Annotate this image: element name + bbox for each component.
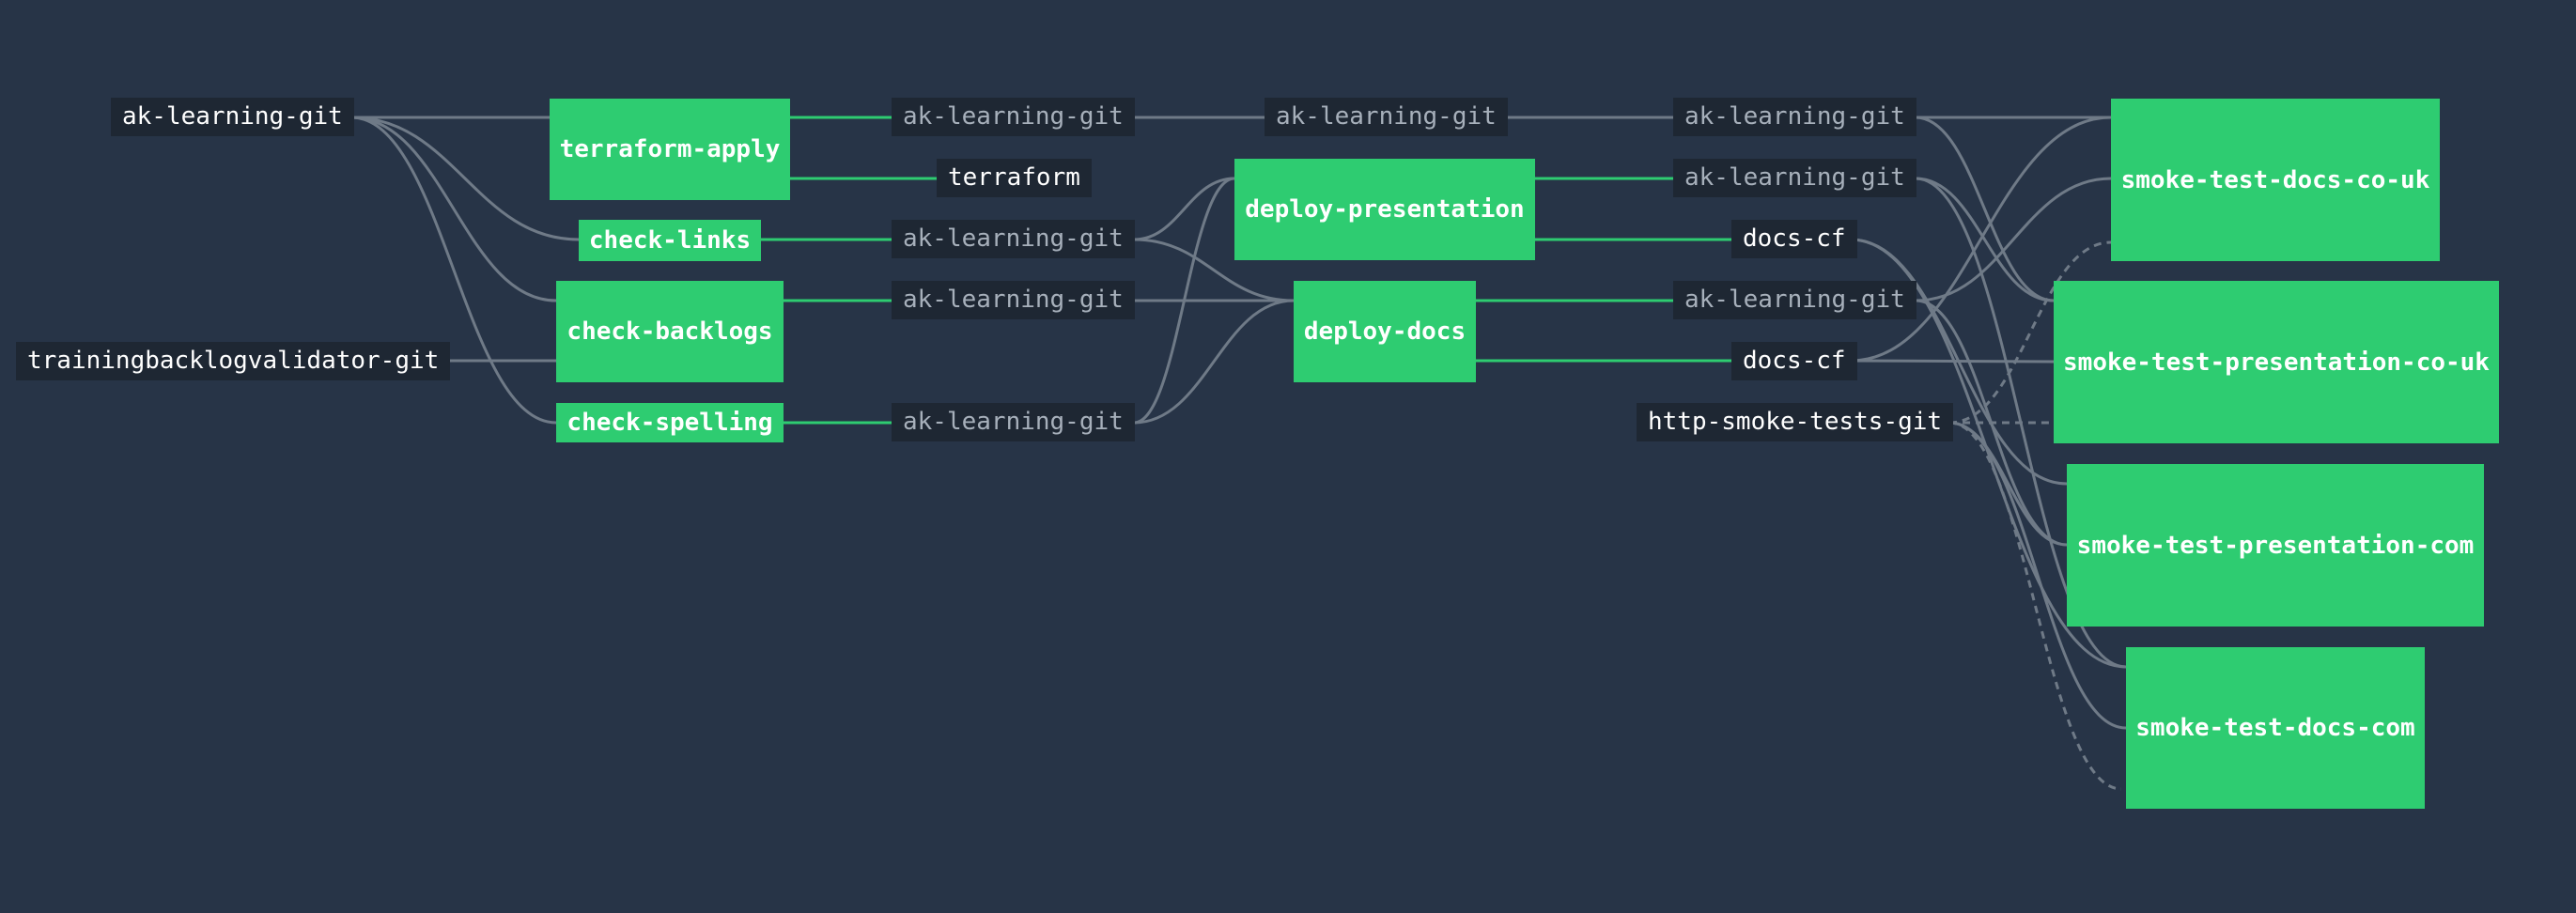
edge-http-smoke-presentation-com xyxy=(1948,421,2068,547)
resource-ak-learning-git-out-docs[interactable]: ak-learning-git xyxy=(1673,281,1916,319)
job-smoke-test-presentation-co-uk[interactable]: smoke-test-presentation-co-uk xyxy=(2054,281,2499,443)
input-ak-learning-git[interactable]: ak-learning-git xyxy=(111,98,354,136)
edge-http-smoke-docs-com xyxy=(1948,421,2127,730)
edge-spelling-deploy-docs xyxy=(1133,299,1295,425)
resource-terraform[interactable]: terraform xyxy=(937,159,1092,197)
job-deploy-presentation[interactable]: deploy-presentation xyxy=(1234,159,1535,260)
job-check-links[interactable]: check-links xyxy=(579,220,761,261)
job-smoke-test-docs-co-uk[interactable]: smoke-test-docs-co-uk xyxy=(2111,99,2440,261)
resource-ak-learning-git-out-terraform[interactable]: ak-learning-git xyxy=(892,98,1135,136)
resource-docs-cf-out-docs[interactable]: docs-cf xyxy=(1731,342,1857,380)
job-deploy-docs[interactable]: deploy-docs xyxy=(1294,281,1476,382)
resource-ak-learning-git-out-presentation[interactable]: ak-learning-git xyxy=(1673,159,1916,197)
edge-links-deploy-docs xyxy=(1133,238,1295,302)
job-smoke-test-presentation-com[interactable]: smoke-test-presentation-com xyxy=(2067,464,2484,627)
job-check-spelling[interactable]: check-spelling xyxy=(556,403,784,442)
edge-git-smoke-presentation-co-uk xyxy=(1915,116,2055,302)
edge-input-check-links xyxy=(350,116,580,241)
edge-http-dashed-docs-com xyxy=(1948,421,2122,791)
job-terraform-apply[interactable]: terraform-apply xyxy=(550,99,790,200)
resource-ak-learning-git-top[interactable]: ak-learning-git xyxy=(1673,98,1916,136)
edge-http-dashed-docs-co-uk xyxy=(1948,240,2112,425)
edge-docs-cf-smoke-docs-co-uk xyxy=(1850,116,2112,363)
resource-ak-learning-git-out-spelling[interactable]: ak-learning-git xyxy=(892,403,1135,441)
job-check-backlogs[interactable]: check-backlogs xyxy=(556,281,784,382)
edge-links-deploy-presentation xyxy=(1133,177,1235,241)
edge-docs-cf-smoke-presentation-co-uk xyxy=(1850,359,2055,364)
resource-ak-learning-git-out-links[interactable]: ak-learning-git xyxy=(892,220,1135,258)
edge-git-smoke-presentation-co-uk-2 xyxy=(1915,177,2055,302)
edge-input-check-backlogs xyxy=(350,116,557,302)
resource-ak-learning-git-out-backlogs[interactable]: ak-learning-git xyxy=(892,281,1135,319)
input-http-smoke-tests-git[interactable]: http-smoke-tests-git xyxy=(1637,403,1954,441)
resource-docs-cf-out-presentation[interactable]: docs-cf xyxy=(1731,220,1857,258)
job-smoke-test-docs-com[interactable]: smoke-test-docs-com xyxy=(2126,647,2425,809)
edge-spelling-deploy-presentation xyxy=(1133,177,1235,425)
edge-input-check-spelling xyxy=(350,116,557,425)
resource-ak-learning-git-passthrough[interactable]: ak-learning-git xyxy=(1265,98,1508,136)
input-trainingbacklogvalidator-git[interactable]: trainingbacklogvalidator-git xyxy=(16,342,451,380)
